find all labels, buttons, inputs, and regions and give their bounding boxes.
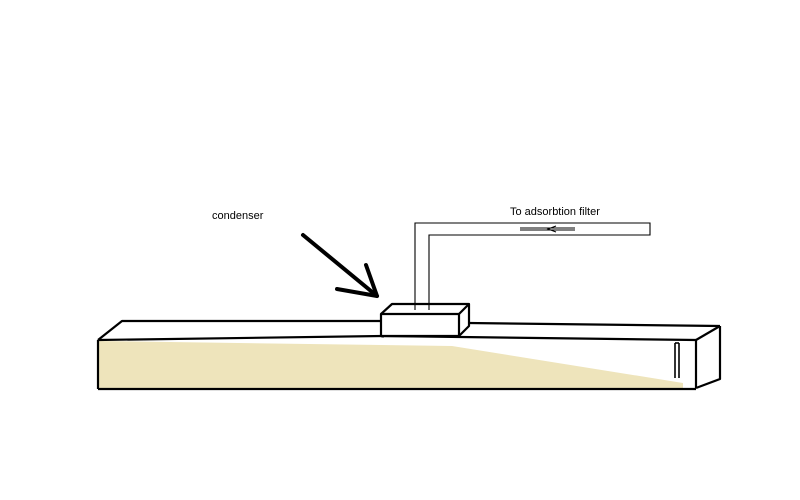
outlet-label: To adsorbtion filter <box>510 206 600 218</box>
liquid-fill <box>99 341 683 389</box>
flow-arrow <box>520 225 575 233</box>
pointer-arrow <box>301 233 379 298</box>
condenser-label: condenser <box>212 210 264 222</box>
condenser-block <box>379 302 471 338</box>
baffle <box>674 342 680 378</box>
outlet-pipe <box>414 222 651 310</box>
